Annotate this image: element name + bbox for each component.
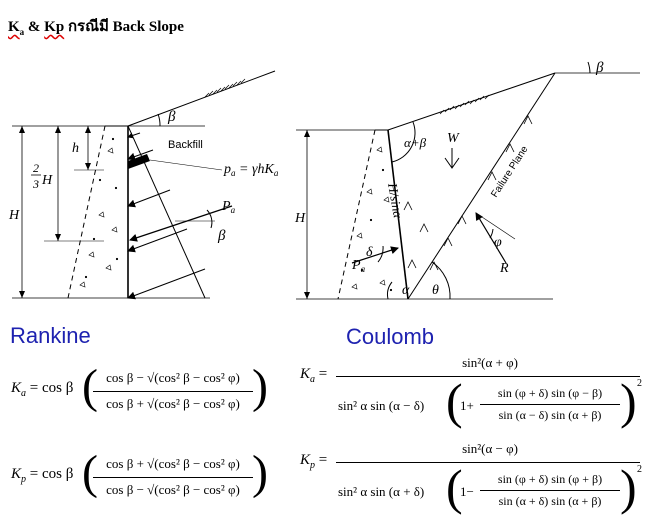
rankine-Ka-paren-right: ) [252,360,268,413]
title-thai: กรณีมี [67,19,109,35]
title-kp: Kp [44,19,65,35]
coulomb-W-label: W [447,131,460,146]
rankine-Kp-paren-right: ) [252,446,268,499]
coulomb-Kp-inner-denominator: sin (α + δ) sin (α + β) [498,494,602,508]
rankine-Ka-numerator: cos β − √(cos² β − cos² φ) [106,370,240,385]
coulomb-Pa-label: Pa [351,258,366,274]
coulomb-phi-label: φ [494,235,502,250]
coulomb-Kp-lhs: Kp = [300,452,328,471]
coulomb-H-label: H [294,211,306,226]
page-title: Ka & Kp กรณีมี Back Slope [8,14,184,38]
rankine-wall-front [67,125,106,299]
rankine-backfill-label: Backfill [168,139,203,151]
coulomb-wedge-marks [403,115,533,271]
coulomb-delta-label: δ [366,245,373,260]
coulomb-Kp-inner-numerator: sin (φ + δ) sin (φ + β) [497,472,603,486]
rankine-pa-pointer [149,159,223,171]
coulomb-Ka-lhs: Ka = [300,366,328,385]
coulomb-Pa-arrow [351,246,399,264]
rankine-Ka-paren-left: ( [82,360,98,413]
rankine-backslope-hatch [204,78,246,98]
rankine-Kp-fraction-bar [93,477,253,478]
coulomb-beta-label: β [595,60,604,76]
rankine-Pa-beta-arc [206,209,213,229]
coulomb-Ka-inner-numerator: sin (φ + δ) sin (φ − β) [497,386,603,400]
rankine-pressure-envelope [127,125,206,299]
rankine-heading: Rankine [10,323,91,348]
rankine-Ka-lhs: Ka = cos β [11,380,74,399]
rankine-h-label: h [72,141,79,156]
coulomb-wall-front [337,129,376,300]
rankine-pressure-arrow [127,189,171,208]
rankine-Pa-beta-label: β [217,228,226,244]
rankine-pa-equation: pa = γhKa [223,162,279,178]
coulomb-alpha-beta-label: α+β [404,135,427,150]
rankine-pressure-arrow [127,149,154,161]
title-k-sub: a [19,27,25,37]
rankine-two-thirds-H: H [41,173,53,188]
coulomb-alpha-label: α [402,283,410,298]
rankine-beta-label: β [167,109,176,125]
rankine-pressure-arrow [127,132,141,139]
coulomb-failure-plane-label: Failure Plane [489,144,531,200]
coulomb-Kp-denominator-prefix: sin² α sin (α + δ) [338,484,425,499]
title-k: K [8,19,20,35]
rankine-Pa-arrow [129,205,233,242]
coulomb-failure-plane [407,72,556,300]
coulomb-Ka-inner-denominator: sin (α − δ) sin (α + β) [498,408,602,422]
coulomb-R-normal [475,212,516,240]
coulomb-Kp-inner-bar [480,490,620,491]
coulomb-wall-texture [351,146,393,292]
coulomb-Kp-fraction-bar [336,462,640,463]
rankine-pressure-arrow [127,268,206,300]
title-amp: & [27,19,41,35]
coulomb-Ka-inner-bar [480,404,620,405]
rankine-diagram [12,70,276,300]
rankine-Kp-denominator: cos β − √(cos² β − cos² φ) [106,482,240,497]
coulomb-Ka-fraction-bar [336,376,640,377]
coulomb-theta-label: θ [432,283,439,298]
coulomb-phi-arc [489,228,494,239]
coulomb-wall-back [387,129,409,300]
coulomb-Ka-paren-right: ) [620,373,637,429]
rankine-Kp-numerator: cos β + √(cos² β − cos² φ) [106,456,240,471]
rankine-backslope [127,70,276,127]
coulomb-beta-arc [587,61,591,74]
rankine-two-thirds-den: 3 [32,177,39,191]
coulomb-Kp-paren-left: ( [446,459,463,515]
coulomb-Hsina-label: H/sinα [385,181,406,220]
coulomb-Kp-one-minus: 1− [460,484,474,499]
rankine-Ka-denominator: cos β + √(cos² β − cos² φ) [106,396,240,411]
coulomb-Ka-square: 2 [637,378,642,389]
rankine-Kp-paren-left: ( [82,446,98,499]
rankine-pa-band [128,154,150,169]
coulomb-delta-arc [377,245,384,263]
coulomb-Ka-paren-left: ( [446,373,463,429]
coulomb-Kp-numerator: sin²(α − φ) [462,441,518,456]
coulomb-backslope [387,72,556,131]
rankine-beta-arc [157,113,161,127]
coulomb-backslope-hatch [439,94,490,115]
rankine-Pa-label: Pa [221,199,236,215]
rankine-wall-texture [79,137,119,288]
coulomb-Ka-denominator-prefix: sin² α sin (α − δ) [338,398,425,413]
coulomb-heading: Coulomb [346,324,435,349]
coulomb-W-arrowhead [444,157,460,169]
coulomb-diagram [296,61,640,300]
rankine-pressure-arrow [127,228,188,253]
rankine-Ka-fraction-bar [93,391,253,392]
rankine-two-thirds-num: 2 [33,161,39,175]
coulomb-alpha-beta-arc [391,121,416,163]
coulomb-Ka-one-plus: 1+ [460,398,474,413]
rankine-Kp-lhs: Kp = cos β [11,466,74,485]
coulomb-Kp-square: 2 [637,464,642,475]
rankine-H-label: H [8,208,20,223]
coulomb-Kp-paren-right: ) [620,459,637,515]
coulomb-R-label: R [499,261,509,276]
title-rest: Back Slope [112,19,184,35]
coulomb-R-arrow [475,212,507,264]
coulomb-Ka-numerator: sin²(α + φ) [462,355,518,370]
coulomb-alpha-arc [387,281,393,300]
